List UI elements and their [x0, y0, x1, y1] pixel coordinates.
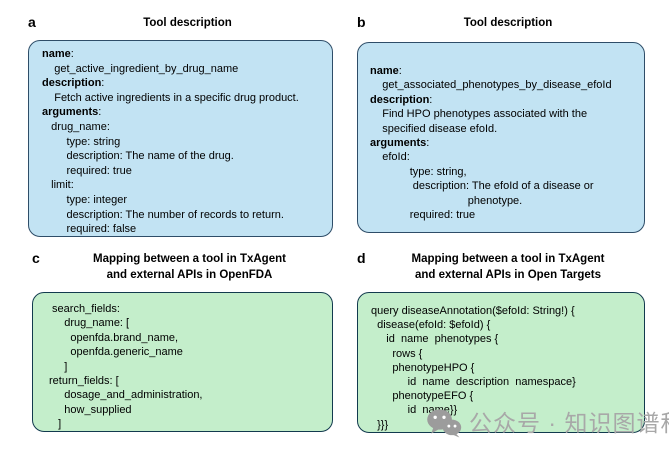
code-line: id name description namespace} — [371, 376, 576, 389]
code-line: name: — [370, 65, 402, 77]
code-line: disease(efoId: $efoId) { — [371, 319, 491, 332]
code-line: Fetch active ingredients in a specific d… — [42, 91, 299, 104]
code-line: openfda.generic_name — [49, 346, 183, 359]
panel-title-line: Tool description — [143, 17, 232, 29]
panel-title: Tool description — [371, 15, 645, 31]
panel-title-line: Mapping between a tool in TxAgent — [93, 253, 286, 265]
wechat-icon — [427, 409, 462, 438]
code-line: type: integer — [42, 193, 127, 206]
panel-title-line: Mapping between a tool in TxAgent — [411, 253, 605, 265]
code-line: description: — [42, 77, 105, 90]
code-line: rows { — [371, 347, 423, 360]
watermark-text: 公众号 · 知识图谱科技 — [469, 410, 669, 436]
panel-title-line: and external APIs in OpenFDA — [106, 269, 273, 281]
code-line: required: false — [42, 223, 137, 236]
code-line: efoId: — [370, 151, 410, 164]
code-line: limit: — [42, 179, 74, 192]
code-line: get_associated_phenotypes_by_disease_efo… — [370, 79, 612, 92]
panel-title: Mapping between a tool in TxAgent and ext… — [371, 251, 645, 283]
code-line: phenotypeEFO { — [371, 390, 474, 403]
panel-label: b — [357, 14, 366, 30]
code-line: how_supplied — [49, 403, 132, 416]
panel-label: c — [32, 250, 40, 266]
mapping-box: search_fields: drug_name: [ openfda.bran… — [32, 292, 333, 432]
code-line: ] — [49, 418, 62, 431]
code-line: openfda.brand_name, — [49, 331, 179, 344]
code-line: ] — [49, 360, 68, 373]
panel-title-line: and external APIs in Open Targets — [415, 269, 601, 281]
code-line: required: true — [370, 209, 476, 222]
code-line: }}} — [371, 418, 389, 431]
code-line: return_fields: [ — [49, 375, 119, 388]
code-line: Find HPO phenotypes associated with the — [370, 108, 588, 121]
panel-label: a — [28, 14, 36, 30]
code-line: description: — [370, 93, 433, 106]
code-line: get_active_ingredient_by_drug_name — [42, 62, 239, 75]
code-line: specified disease efoId. — [370, 122, 498, 135]
code-line: required: true — [42, 164, 132, 177]
code-line: drug_name: [ — [49, 317, 130, 330]
code-line: dosage_and_administration, — [49, 389, 203, 402]
panel-title-line: Tool description — [463, 17, 553, 29]
tool-description-box: name: get_active_ingredient_by_drug_name… — [28, 40, 333, 237]
panel-label: d — [357, 250, 366, 266]
code-line: arguments: — [370, 137, 430, 150]
mapping-box: query diseaseAnnotation($efoId: String!)… — [357, 292, 645, 433]
code-line: type: string, — [370, 165, 467, 178]
code-line: phenotype. — [370, 194, 523, 207]
code-line: id name phenotypes { — [371, 333, 499, 346]
code-line: type: string — [42, 135, 121, 148]
code-line: drug_name: — [42, 120, 110, 133]
code-line: search_fields: — [49, 303, 120, 315]
code-line: description: The efoId of a disease or — [370, 180, 594, 193]
code-line: name: — [42, 48, 74, 60]
tool-description-box: name: get_associated_phenotypes_by_disea… — [357, 42, 645, 233]
code-line: query diseaseAnnotation($efoId: String!)… — [371, 305, 575, 317]
code-line: phenotypeHPO { — [371, 361, 475, 374]
code-line: description: The number of records to re… — [42, 208, 284, 221]
watermark: 公众号 · 知识图谱科技 — [426, 408, 669, 438]
code-line: description: The name of the drug. — [42, 150, 234, 163]
code-line: arguments: — [42, 106, 102, 119]
panel-title: Tool description — [42, 15, 333, 31]
panel-title: Mapping between a tool in TxAgent and ext… — [46, 251, 333, 283]
